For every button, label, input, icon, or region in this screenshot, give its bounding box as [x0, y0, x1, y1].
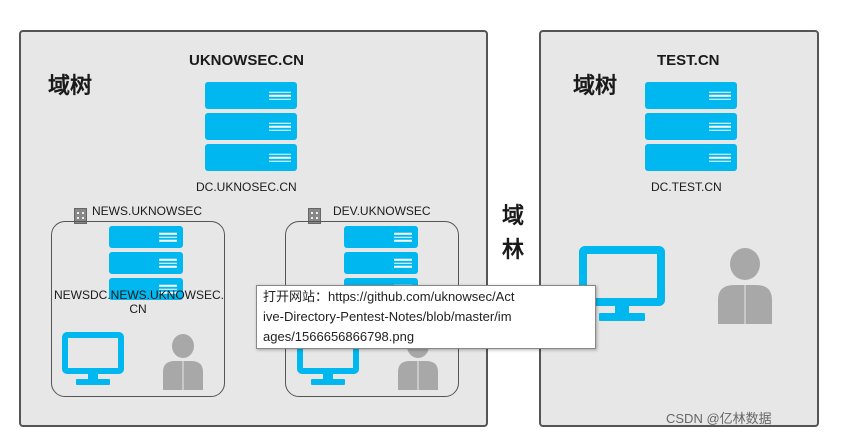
building-icon	[74, 208, 87, 224]
server-icon	[645, 82, 737, 171]
forest-left-panel: 域树 UKNOWSEC.CN DC.UKNOSEC.CN NEWS.UKNOWS…	[19, 30, 488, 427]
forest-label-top: 域	[502, 204, 525, 229]
root-dc-label: DC.UKNOSEC.CN	[196, 180, 297, 194]
tooltip-line1: 打开网站：https://github.com/uknowsec/Act	[263, 289, 515, 304]
child-domain-dev-title: DEV.UKNOWSEC	[333, 204, 431, 218]
domain-tree-label: 域树	[48, 74, 93, 99]
news-dc-label: NEWSDC.NEWS.UKNOWSEC. CN	[54, 288, 225, 316]
news-dc-line1: NEWSDC.NEWS.UKNOWSEC.	[54, 288, 225, 302]
right-dc-label: DC.TEST.CN	[651, 180, 722, 194]
tooltip-line3: ages/1566656866798.png	[263, 329, 415, 344]
child-domain-news-title: NEWS.UKNOWSEC	[92, 204, 203, 218]
monitor-icon	[579, 246, 665, 321]
person-icon	[718, 248, 772, 324]
child-domain-news	[51, 221, 225, 397]
root-domain-title: UKNOWSEC.CN	[189, 52, 304, 69]
person-icon	[163, 334, 203, 390]
domain-tree-label: 域树	[573, 74, 618, 99]
tooltip-line2: ive-Directory-Pentest-Notes/blob/master/…	[263, 309, 512, 324]
forest-label-bottom: 林	[502, 238, 525, 263]
right-domain-title: TEST.CN	[657, 52, 720, 69]
news-dc-line2: CN	[129, 302, 147, 316]
server-icon	[205, 82, 297, 171]
watermark: CSDN @亿林数据	[666, 411, 772, 426]
server-icon	[109, 226, 183, 300]
link-tooltip: 打开网站：https://github.com/uknowsec/Act ive…	[256, 285, 596, 349]
building-icon	[308, 208, 321, 224]
monitor-icon	[62, 332, 124, 385]
forest-right-panel: 域树 TEST.CN DC.TEST.CN	[539, 30, 819, 427]
